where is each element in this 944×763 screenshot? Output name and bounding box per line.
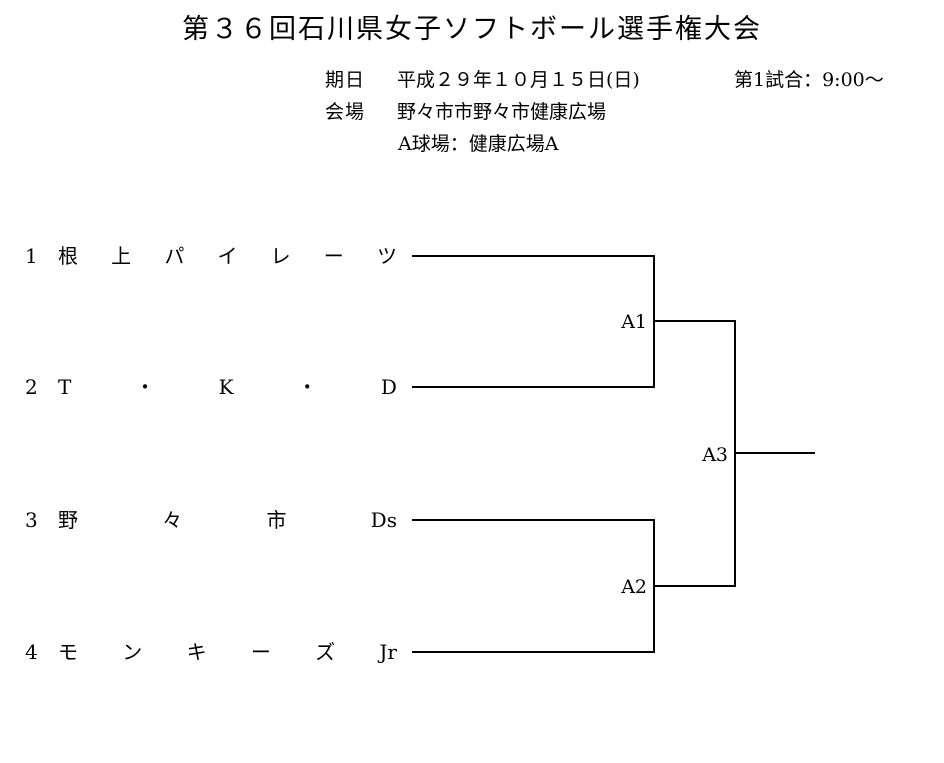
bracket-line-team2 xyxy=(412,386,653,388)
team-name: T ・ K ・ D xyxy=(58,376,397,398)
team-seed: 1 xyxy=(25,244,38,268)
match-label-a3: A3 xyxy=(702,444,728,466)
team-name-char: ツ xyxy=(376,244,397,268)
team-row: 3 野 々 市 Ds xyxy=(0,509,944,531)
bracket-line-team3 xyxy=(412,519,653,521)
team-row: 2 T ・ K ・ D xyxy=(0,376,944,398)
team-name-char: モ xyxy=(58,640,78,664)
bracket-line-team1 xyxy=(412,255,653,257)
team-name-char: 上 xyxy=(111,244,132,268)
team-name-char: キ xyxy=(186,640,207,664)
team-name-char: ー xyxy=(250,640,271,664)
bracket-connector-match1 xyxy=(653,320,734,322)
venue-label: 会場 xyxy=(325,101,366,123)
team-name-char: 野 xyxy=(58,508,78,532)
team-name-char: 根 xyxy=(58,244,78,268)
team-name-char: D xyxy=(380,375,397,399)
field-name: A球場：健康広場A xyxy=(398,133,559,155)
team-seed: 3 xyxy=(25,508,38,532)
team-name: モ ン キ ー ズ Jr xyxy=(58,641,397,663)
first-game-time: 第1試合：9:00～ xyxy=(734,69,884,91)
team-name-char: イ xyxy=(217,244,238,268)
date-label: 期日 xyxy=(325,69,366,91)
team-row: 1 根 上 パ イ レ ー ツ xyxy=(0,245,944,267)
team-name-char: 々 xyxy=(162,508,183,532)
team-name-char: Jr xyxy=(379,640,397,664)
bracket-line-team4 xyxy=(412,651,653,653)
team-name-char: ー xyxy=(323,244,344,268)
team-name: 根 上 パ イ レ ー ツ xyxy=(58,245,397,267)
team-name-char: T xyxy=(58,375,72,399)
team-name: 野 々 市 Ds xyxy=(58,509,397,531)
team-name-char: レ xyxy=(270,244,291,268)
team-name-char: K xyxy=(218,375,234,399)
team-name-char: パ xyxy=(164,244,185,268)
team-seed: 2 xyxy=(25,375,38,399)
date-value: 平成２９年１０月１５日(日) xyxy=(397,69,640,91)
team-seed: 4 xyxy=(25,640,38,664)
venue-value: 野々市市野々市健康広場 xyxy=(397,101,607,123)
bracket-winner-line xyxy=(734,452,815,454)
page-title: 第３６回石川県女子ソフトボール選手権大会 xyxy=(182,14,762,45)
team-name-char: Ds xyxy=(370,508,397,532)
team-row: 4 モ ン キ ー ズ Jr xyxy=(0,641,944,663)
team-name-char: ズ xyxy=(315,640,336,664)
team-name-char: ン xyxy=(122,640,143,664)
team-name-char: ・ xyxy=(135,375,155,399)
team-name-char: 市 xyxy=(266,508,287,532)
match-label-a2: A2 xyxy=(621,576,647,598)
bracket-connector-match2 xyxy=(653,585,734,587)
team-name-char: ・ xyxy=(297,375,318,399)
match-label-a1: A1 xyxy=(621,311,647,333)
